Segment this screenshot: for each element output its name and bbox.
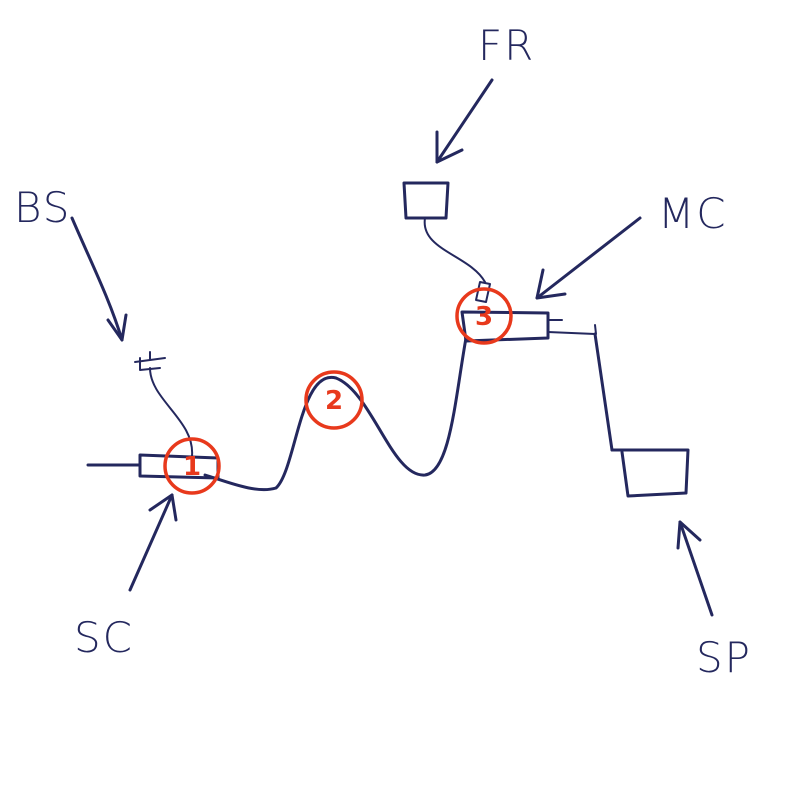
arrow-sc	[128, 493, 178, 592]
svg-text:3: 3	[475, 302, 493, 332]
marker-2: 2	[304, 370, 364, 430]
mc-body	[460, 310, 550, 343]
svg-text:2: 2	[325, 386, 343, 416]
svg-text:1: 1	[183, 452, 201, 482]
label-sc: SC	[74, 613, 134, 662]
fr-connector	[475, 281, 491, 303]
arrow-sp	[676, 520, 714, 617]
tubing	[203, 336, 468, 492]
label-bs: BS	[14, 183, 71, 232]
arrow-bs	[70, 216, 128, 342]
sp-container	[610, 448, 690, 498]
label-fr: FR	[478, 21, 535, 70]
marker-3: 3	[455, 287, 513, 345]
label-mc: MC	[658, 189, 728, 238]
fr-box	[402, 181, 450, 220]
mc-plunger	[547, 319, 597, 335]
fr-tube	[423, 217, 486, 283]
label-sp: SP	[696, 633, 752, 682]
sp-line	[593, 332, 614, 452]
bs-tube	[149, 367, 194, 457]
bs-connector	[134, 351, 166, 371]
arrow-mc	[535, 216, 642, 300]
marker-1: 1	[163, 437, 221, 495]
arrow-fr	[435, 78, 494, 164]
